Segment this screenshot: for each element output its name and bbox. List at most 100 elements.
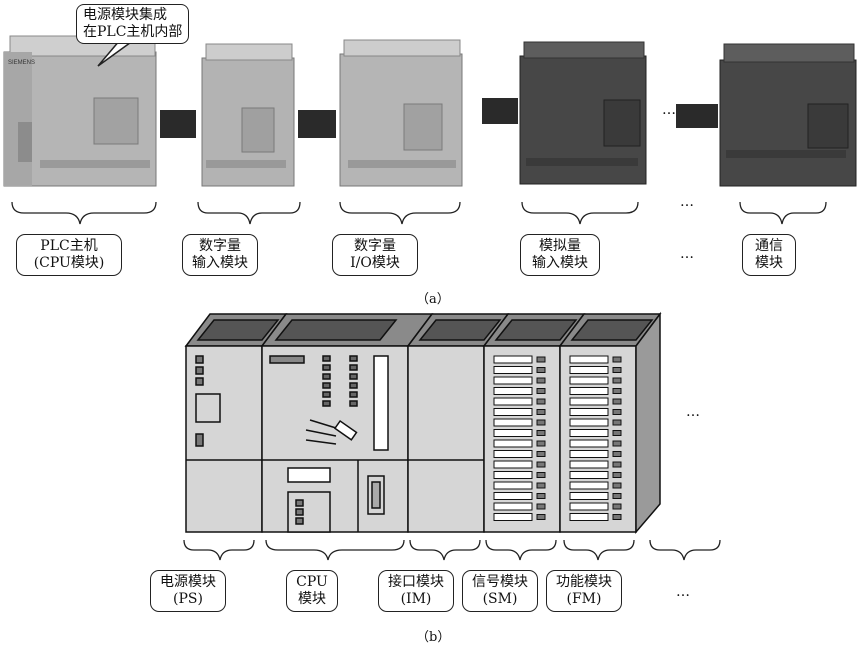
label-line: 通信 (755, 238, 783, 254)
io-led (612, 419, 622, 426)
io-slot (569, 513, 609, 521)
io-slot (569, 408, 609, 416)
io-led (536, 398, 546, 405)
io-led (612, 482, 622, 489)
io-led (612, 430, 622, 436)
ribbon-connector (482, 98, 518, 124)
io-slot (493, 481, 533, 490)
io-slot (493, 513, 533, 521)
ellipsis-photos: … (662, 102, 677, 118)
io-slot (569, 460, 609, 469)
top-braces (11, 201, 827, 225)
label-line: (IM) (400, 591, 432, 607)
io-slot (493, 429, 533, 437)
brand-text: SIEMENS (8, 60, 35, 66)
io-slot (493, 492, 533, 500)
io-slot (493, 376, 533, 385)
io-slot (569, 450, 609, 458)
io-slot (493, 418, 533, 427)
label-cpu: CPU 模块 (286, 570, 338, 612)
io-led (612, 451, 622, 457)
label-signal-module: 信号模块 (SM) (462, 570, 538, 612)
label-analog-input: 模拟量 输入模块 (520, 234, 600, 276)
ribbon-connector (160, 110, 196, 138)
ellipsis-rack: … (686, 404, 701, 420)
communication-module-photo (719, 43, 857, 187)
io-slot (569, 492, 609, 500)
io-slot (569, 418, 609, 427)
io-slot (569, 439, 609, 448)
callout-line1: 电源模块集成 (83, 7, 167, 23)
io-led (612, 398, 622, 405)
io-led (612, 388, 622, 394)
label-line: I/O模块 (350, 255, 400, 271)
io-slot (569, 376, 609, 385)
ellipsis-braces: … (680, 194, 695, 210)
io-led (612, 503, 622, 510)
label-line: 输入模块 (192, 255, 248, 271)
io-led (612, 440, 622, 447)
io-led (536, 461, 546, 468)
label-line: CPU (296, 574, 328, 590)
caption-b: （b） (416, 630, 451, 645)
io-slot (493, 408, 533, 416)
label-digital-input: 数字量 输入模块 (182, 234, 258, 276)
io-slot (493, 355, 533, 364)
io-led (612, 409, 622, 415)
io-led (612, 461, 622, 468)
label-line: 电源模块 (160, 574, 216, 590)
io-led (536, 440, 546, 447)
io-slot (493, 471, 533, 479)
label-line: 模拟量 (539, 238, 581, 254)
label-line: 数字量 (354, 238, 396, 254)
io-led (536, 430, 546, 436)
bottom-braces (183, 539, 721, 561)
label-function-module: 功能模块 (FM) (546, 570, 622, 612)
label-digital-io: 数字量 I/O模块 (332, 234, 418, 276)
io-slot (493, 387, 533, 395)
io-led (536, 482, 546, 489)
io-slot (569, 471, 609, 479)
ellipsis-bottom-labels: … (676, 584, 691, 600)
io-led (536, 503, 546, 510)
label-line: (SM) (482, 591, 518, 607)
io-led (536, 367, 546, 373)
io-slot (569, 429, 609, 437)
cpu-module-photo: SIEMENS (3, 35, 157, 187)
io-led (536, 472, 546, 478)
io-led (536, 377, 546, 384)
io-slot (493, 460, 533, 469)
io-led (536, 388, 546, 394)
io-led (612, 377, 622, 384)
label-line: 模块 (298, 591, 326, 607)
io-led (612, 356, 622, 363)
analog-input-module-photo (519, 41, 647, 185)
label-line: 接口模块 (388, 574, 444, 590)
label-plc-host: PLC主机 (CPU模块) (16, 234, 122, 276)
callout-box: 电源模块集成 在PLC主机内部 (76, 4, 190, 44)
label-line: 数字量 (199, 238, 241, 254)
io-slot (569, 481, 609, 490)
label-line: (CPU模块) (33, 255, 105, 271)
io-slot (569, 387, 609, 395)
io-led (536, 409, 546, 415)
ribbon-connector (676, 104, 718, 128)
label-line: (PS) (173, 591, 203, 607)
label-interface-module: 接口模块 (IM) (378, 570, 454, 612)
io-slot (493, 502, 533, 511)
label-line: 输入模块 (532, 255, 588, 271)
io-slot (493, 397, 533, 406)
io-slot (569, 397, 609, 406)
io-led (536, 493, 546, 499)
digital-io-module-photo (339, 39, 463, 187)
io-led (536, 451, 546, 457)
io-led (612, 493, 622, 499)
digital-input-module-photo (201, 43, 295, 187)
label-line: (FM) (566, 591, 602, 607)
io-slot (493, 439, 533, 448)
io-led (612, 472, 622, 478)
label-line: PLC主机 (40, 238, 98, 254)
label-line: 信号模块 (472, 574, 528, 590)
io-led (612, 367, 622, 373)
